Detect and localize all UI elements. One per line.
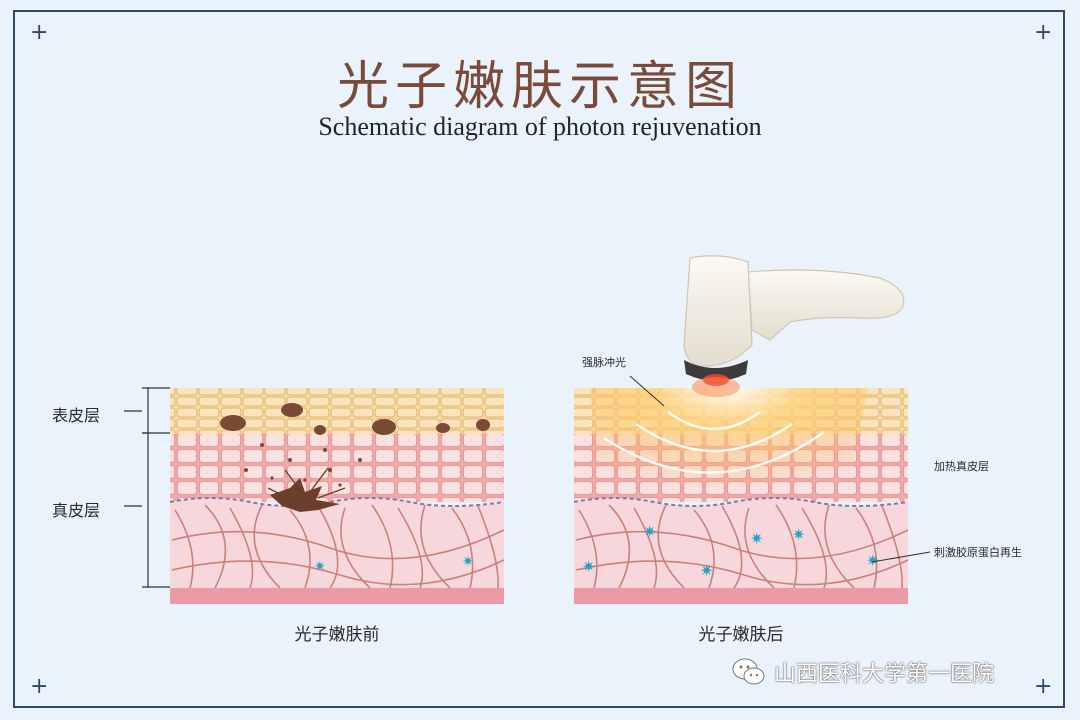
ipl-device bbox=[683, 255, 905, 397]
corner-plus-icon: + bbox=[30, 20, 49, 45]
dermis-cell-layer bbox=[170, 434, 504, 502]
collagen-star-icon: ✷ bbox=[700, 561, 713, 580]
collagen-star-icon: ✷ bbox=[582, 557, 595, 576]
watermark: 山西医科大学第一医院 bbox=[732, 656, 994, 688]
caption-before: 光子嫩肤前 bbox=[294, 625, 380, 645]
device-handle bbox=[747, 269, 905, 341]
wechat-icon bbox=[732, 658, 765, 685]
pigment-spots bbox=[220, 403, 490, 487]
light-waves bbox=[603, 411, 825, 474]
collagen-fibers bbox=[171, 504, 505, 589]
collagen-label: 刺激胶原蛋白再生 bbox=[934, 546, 1022, 559]
epidermis-layer bbox=[170, 388, 504, 434]
corner-plus-icon: + bbox=[30, 674, 49, 699]
light-glow bbox=[590, 388, 868, 515]
outer-frame bbox=[13, 10, 1065, 708]
collagen-star-icon: ✷ bbox=[866, 551, 879, 570]
annotation-lines bbox=[629, 375, 931, 563]
diagram-title: 光子嫩肤示意图 bbox=[336, 57, 743, 117]
pigment-cluster bbox=[270, 478, 340, 512]
heat-dermis-label: 加热真皮层 bbox=[934, 460, 989, 473]
collagen-star-icon: ✷ bbox=[792, 525, 805, 544]
base-layer bbox=[170, 588, 504, 604]
watermark-text: 山西医科大学第一医院 bbox=[774, 662, 995, 687]
epidermis-label: 表皮层 bbox=[52, 406, 101, 425]
collagen-star-icon: ✷ bbox=[750, 529, 763, 548]
skin-after: ✷ ✷ ✷ ✷ ✷ ✷ bbox=[573, 388, 909, 604]
ipl-label: 强脉冲光 bbox=[582, 356, 626, 369]
skin-before: ✷ ✷ bbox=[169, 388, 505, 604]
collagen-star-icon: ✷ bbox=[462, 554, 474, 570]
collagen-star-icon: ✷ bbox=[643, 522, 656, 541]
base-layer bbox=[574, 588, 908, 604]
diagram-subtitle: Schematic diagram of photon rejuvenation bbox=[318, 112, 762, 141]
corner-plus-icon: + bbox=[1034, 674, 1053, 699]
dermis-fiber-layer bbox=[170, 498, 504, 590]
corner-plus-icon: + bbox=[1034, 20, 1053, 45]
layer-brackets bbox=[124, 387, 170, 588]
device-head bbox=[683, 255, 753, 367]
caption-after: 光子嫩肤后 bbox=[698, 625, 784, 645]
collagen-stars: ✷ ✷ ✷ ✷ ✷ ✷ bbox=[582, 522, 879, 580]
pigment-branches bbox=[267, 467, 346, 501]
dermis-fiber-layer bbox=[574, 498, 908, 590]
dermis-label: 真皮层 bbox=[52, 501, 101, 520]
collagen-star-icon: ✷ bbox=[314, 559, 326, 575]
collagen-fibers bbox=[575, 504, 909, 589]
device-tip bbox=[684, 360, 748, 381]
